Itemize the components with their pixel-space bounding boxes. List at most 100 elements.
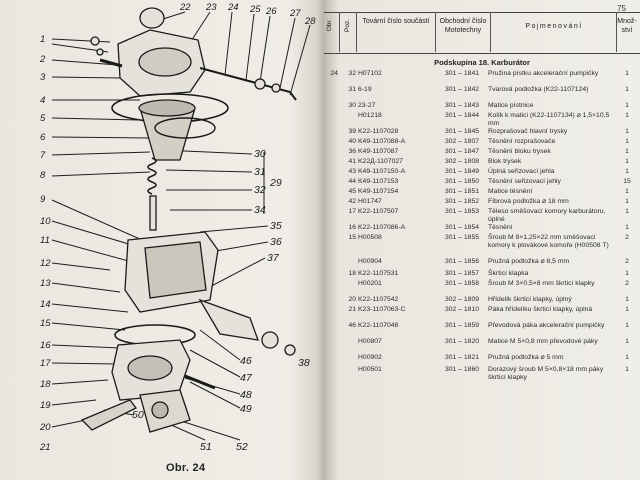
cell-name: Matice těsnění — [488, 188, 533, 195]
cell-factory-number: 23-27 — [358, 102, 376, 109]
cell-quantity: 1 — [625, 338, 629, 345]
cell-pos: 41 — [348, 158, 356, 165]
cell-quantity: 2 — [625, 280, 629, 287]
cell-factory-number: K22-1107531 — [358, 270, 399, 277]
callout-36: 36 — [270, 236, 282, 248]
cell-factory-number: K49-1107087 — [358, 148, 399, 155]
cell-factory-number: H00201 — [358, 280, 382, 287]
cell-factory-number: K22-1107048 — [358, 322, 399, 329]
cell-name: Těsnění — [488, 224, 513, 231]
callout-1: 1 — [40, 34, 45, 45]
cell-name: Matice M 5×0,8 mm převodové páky — [488, 338, 598, 345]
cell-quantity: 2 — [625, 234, 629, 241]
callout-25: 25 — [249, 4, 261, 15]
cell-name: Převodová páka akcelerační pumpičky — [488, 322, 605, 329]
cell-catalog-number: 301 – 1854 — [444, 224, 480, 231]
cell-catalog-number: 301 – 1851 — [444, 188, 480, 195]
cell-quantity: 1 — [625, 270, 629, 277]
callout-8: 8 — [40, 170, 46, 181]
cell-pos: 15 — [348, 234, 356, 241]
right-page: 75 Obr. Poz. Tovární číslo součástí Obch… — [324, 0, 640, 480]
callout-19: 19 — [40, 400, 51, 411]
cell-factory-number: H00904 — [358, 258, 382, 265]
callout-6: 6 — [40, 132, 46, 143]
cell-catalog-number: 301 – 1860 — [444, 366, 480, 373]
cell-catalog-number: 301 – 1847 — [444, 148, 480, 155]
cell-factory-number: K49-1107088-A — [358, 138, 406, 145]
cell-pos: 16 — [348, 224, 356, 231]
cell-quantity: 1 — [625, 102, 629, 109]
cell-pos: 42 — [348, 198, 356, 205]
cell-name: Hřídelík škrticí klapky, úplný — [488, 296, 572, 303]
cell-quantity: 1 — [625, 366, 629, 373]
cell-name: Kolík k matici (K22-1107134) ⌀ 1,5×10,5 … — [488, 112, 610, 127]
callout-11: 11 — [40, 235, 50, 246]
callout-27: 27 — [289, 8, 301, 19]
callout-4: 4 — [40, 95, 45, 106]
cell-catalog-number: 301 – 1849 — [444, 168, 480, 175]
cell-name: Těsnění seřizovací jehly — [488, 178, 561, 185]
cell-catalog-number: 301 – 1855 — [444, 234, 480, 241]
callout-18: 18 — [40, 379, 51, 390]
cell-name: Těleso směšovací komory karburátoru, úpl… — [488, 208, 606, 223]
cell-quantity: 1 — [625, 148, 629, 155]
cell-name: Úplná seřizovací jehla — [488, 168, 555, 175]
callout-35: 35 — [270, 220, 282, 232]
cell-quantity: 1 — [625, 70, 629, 77]
page-number: 75 — [617, 4, 626, 13]
cell-name: Těsnění rozprašovače — [488, 138, 556, 145]
cell-name: Pružná podložka ⌀ 8,5 mm — [488, 258, 570, 265]
cell-catalog-number: 301 – 1852 — [444, 198, 480, 205]
callout-14: 14 — [40, 299, 51, 310]
cell-pos: 30 — [348, 102, 356, 109]
callout-20: 20 — [39, 422, 51, 433]
cell-name: Pružná podložka ⌀ 5 mm — [488, 354, 564, 361]
callout-30: 30 — [254, 148, 266, 160]
cell-factory-number: H00902 — [358, 354, 382, 361]
cell-catalog-number: 301 – 1845 — [444, 128, 480, 135]
callout-50: 50 — [132, 409, 144, 421]
cell-quantity: 2 — [625, 258, 629, 265]
cell-name: Pružina pístku akcelerační pumpičky — [488, 70, 599, 77]
cell-name: Dorazový šroub M 5×0,8×18 mm páky škrtic… — [488, 366, 604, 381]
header-factory-number: Tovární číslo součástí — [362, 18, 430, 25]
cell-fig: 24 — [330, 70, 338, 77]
cell-name: Těsnění bloku trysek — [488, 148, 551, 155]
callout-26: 26 — [265, 6, 277, 17]
cell-pos: 45 — [348, 188, 356, 195]
cell-name: Fíbrová podložka ⌀ 18 mm — [488, 198, 569, 205]
left-page: 1 2 3 4 5 6 7 8 9 10 11 12 13 14 15 16 1… — [0, 0, 318, 480]
callout-9: 9 — [40, 194, 46, 205]
header-pos: Poz. — [344, 19, 351, 33]
cell-factory-number: K22-1107086-A — [358, 224, 406, 231]
callout-10: 10 — [40, 216, 51, 227]
cell-pos: 20 — [348, 296, 356, 303]
callout-16: 16 — [40, 340, 51, 351]
cell-pos: 21 — [348, 306, 356, 313]
cell-name: Tvarová podložka (K22-1107124) — [488, 86, 589, 93]
callout-labels: 1 2 3 4 5 6 7 8 9 10 11 12 13 14 15 16 1… — [39, 2, 316, 453]
cell-catalog-number: 302 – 1807 — [444, 138, 480, 145]
cell-quantity: 1 — [625, 354, 629, 361]
callout-13: 13 — [40, 278, 51, 289]
callout-31: 31 — [254, 166, 266, 178]
callout-51: 51 — [200, 441, 212, 453]
cell-factory-number: K49-1107154 — [358, 188, 399, 195]
callout-24: 24 — [227, 2, 239, 13]
callout-22: 22 — [179, 2, 191, 13]
cell-quantity: 1 — [625, 112, 629, 119]
cell-name: Blok trysek — [488, 158, 522, 165]
cell-quantity: 1 — [625, 86, 629, 93]
cell-catalog-number: 301 – 1820 — [444, 338, 480, 345]
